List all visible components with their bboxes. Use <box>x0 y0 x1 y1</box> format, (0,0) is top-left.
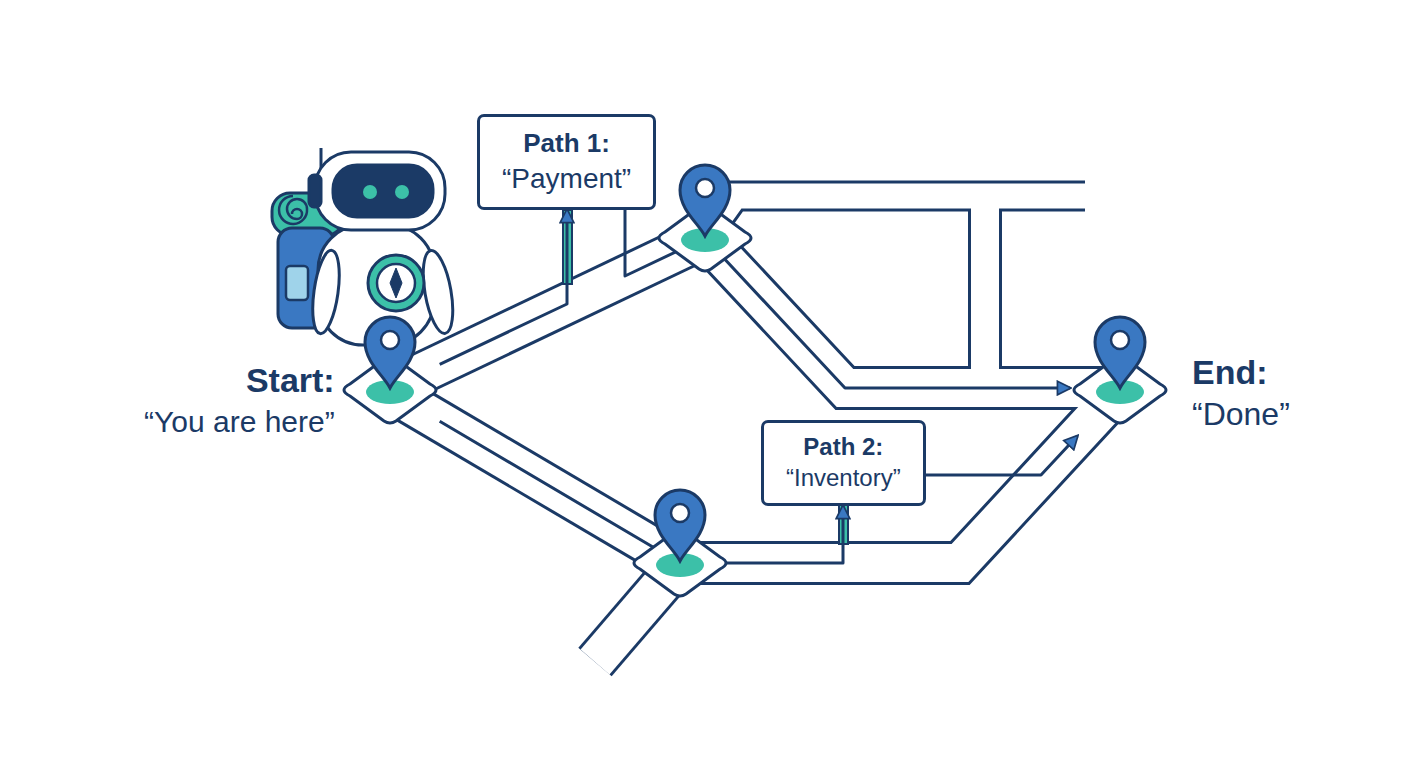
path-sign: Path 1:“Payment” <box>477 114 656 210</box>
node-text: “You are here” <box>144 400 335 444</box>
waypoint-pin <box>634 490 726 596</box>
node-text: “Payment” <box>502 160 631 198</box>
route-connector <box>926 436 1078 475</box>
node-heading: End: <box>1192 352 1290 392</box>
start-marker: Start:“You are here” <box>144 315 440 444</box>
node-heading: Path 2: <box>786 432 901 462</box>
node-heading: Start: <box>144 360 335 400</box>
path-sign: Path 2:“Inventory” <box>761 420 926 506</box>
node-heading: Path 1: <box>502 126 631 160</box>
location-pin <box>340 315 440 445</box>
waypoint-pin <box>659 165 751 271</box>
road-outlines <box>390 196 1118 662</box>
node-text: “Inventory” <box>786 462 901 494</box>
location-pin <box>1070 315 1170 445</box>
end-marker: End:“Done” <box>1070 315 1290 436</box>
robot-illustration <box>272 148 458 345</box>
road-surfaces <box>390 196 1118 662</box>
node-text: “Done” <box>1192 392 1290 436</box>
route-connector <box>440 210 567 364</box>
